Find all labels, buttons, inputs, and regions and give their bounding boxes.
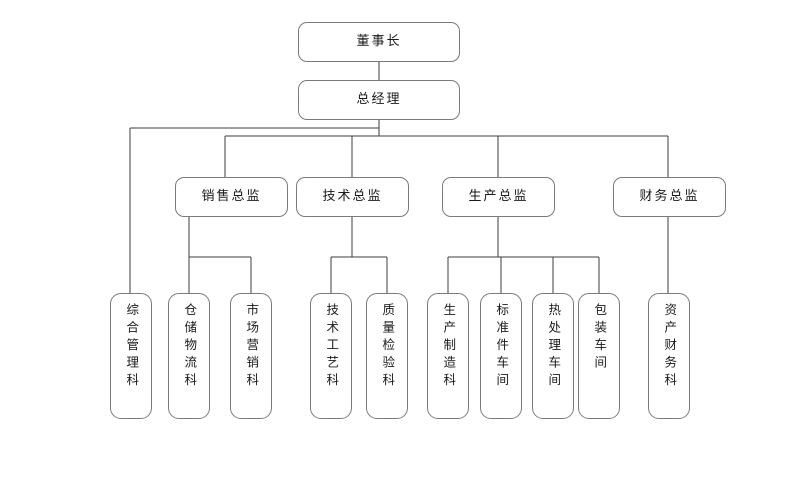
node-chairman[interactable]: 董事长 — [298, 22, 460, 62]
node-packaging-shop-label: 包装车间 — [592, 303, 608, 373]
node-marketing-dept[interactable]: 市场营销科 — [230, 293, 272, 419]
node-heat-treatment-shop[interactable]: 热处理车间 — [532, 293, 574, 419]
node-sales-director-label: 销售总监 — [201, 189, 262, 205]
node-manufacturing-dept[interactable]: 生产制造科 — [427, 293, 469, 419]
node-tech-process-dept[interactable]: 技术工艺科 — [310, 293, 352, 419]
node-production-director[interactable]: 生产总监 — [442, 177, 555, 217]
node-warehouse-dept[interactable]: 仓储物流科 — [168, 293, 210, 419]
node-tech-process-dept-label: 技术工艺科 — [324, 303, 340, 391]
node-general-admin-dept[interactable]: 综合管理科 — [110, 293, 152, 419]
node-standard-parts-shop[interactable]: 标准件车间 — [480, 293, 522, 419]
node-warehouse-dept-label: 仓储物流科 — [182, 303, 198, 391]
node-quality-dept[interactable]: 质量检验科 — [366, 293, 408, 419]
node-heat-treatment-shop-label: 热处理车间 — [546, 303, 562, 391]
node-general-manager-label: 总经理 — [356, 92, 402, 108]
node-packaging-shop[interactable]: 包装车间 — [578, 293, 620, 419]
node-chairman-label: 董事长 — [356, 34, 402, 50]
node-marketing-dept-label: 市场营销科 — [244, 303, 260, 391]
node-quality-dept-label: 质量检验科 — [380, 303, 396, 391]
node-asset-finance-dept[interactable]: 资产财务科 — [648, 293, 690, 419]
node-standard-parts-shop-label: 标准件车间 — [494, 303, 510, 391]
node-technical-director[interactable]: 技术总监 — [296, 177, 409, 217]
node-finance-director-label: 财务总监 — [639, 189, 700, 205]
node-production-director-label: 生产总监 — [468, 189, 529, 205]
node-technical-director-label: 技术总监 — [322, 189, 383, 205]
node-general-manager[interactable]: 总经理 — [298, 80, 460, 120]
node-asset-finance-dept-label: 资产财务科 — [662, 303, 678, 391]
node-general-admin-dept-label: 综合管理科 — [124, 303, 140, 391]
node-manufacturing-dept-label: 生产制造科 — [441, 303, 457, 391]
node-finance-director[interactable]: 财务总监 — [613, 177, 726, 217]
node-sales-director[interactable]: 销售总监 — [175, 177, 288, 217]
